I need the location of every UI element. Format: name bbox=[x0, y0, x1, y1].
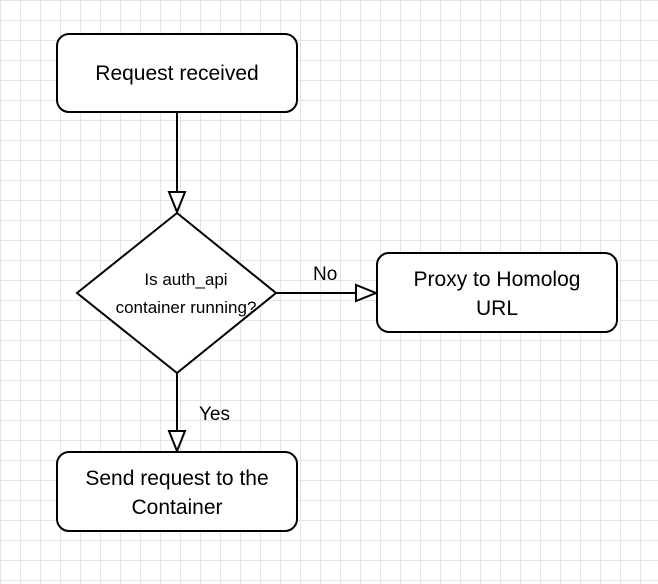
edge-start-to-decision bbox=[167, 112, 187, 215]
node-decision[interactable]: Is auth_api container running? bbox=[75, 211, 278, 375]
node-decision-label-line2: container running? bbox=[116, 298, 257, 317]
node-send-request-label-line2: Container bbox=[131, 496, 222, 519]
arrowhead-down-icon bbox=[167, 430, 187, 454]
node-send-request-label-line1: Send request to the bbox=[85, 467, 268, 490]
node-proxy-homolog-label-line1: Proxy to Homolog bbox=[414, 268, 581, 291]
edge-no[interactable] bbox=[276, 283, 379, 303]
arrowhead-right-icon bbox=[355, 283, 379, 303]
edge-yes-label: Yes bbox=[199, 404, 230, 425]
edge-yes[interactable] bbox=[167, 373, 187, 454]
node-decision-label-line1: Is auth_api bbox=[144, 270, 227, 289]
node-send-request[interactable]: Send request to the Container bbox=[56, 451, 298, 532]
node-request-received-label: Request received bbox=[95, 62, 258, 85]
node-proxy-homolog-label-line2: URL bbox=[476, 297, 518, 320]
node-request-received[interactable]: Request received bbox=[56, 33, 298, 113]
node-proxy-homolog[interactable]: Proxy to Homolog URL bbox=[376, 252, 618, 333]
edge-no-label: No bbox=[313, 264, 337, 285]
arrowhead-down-icon bbox=[167, 191, 187, 215]
